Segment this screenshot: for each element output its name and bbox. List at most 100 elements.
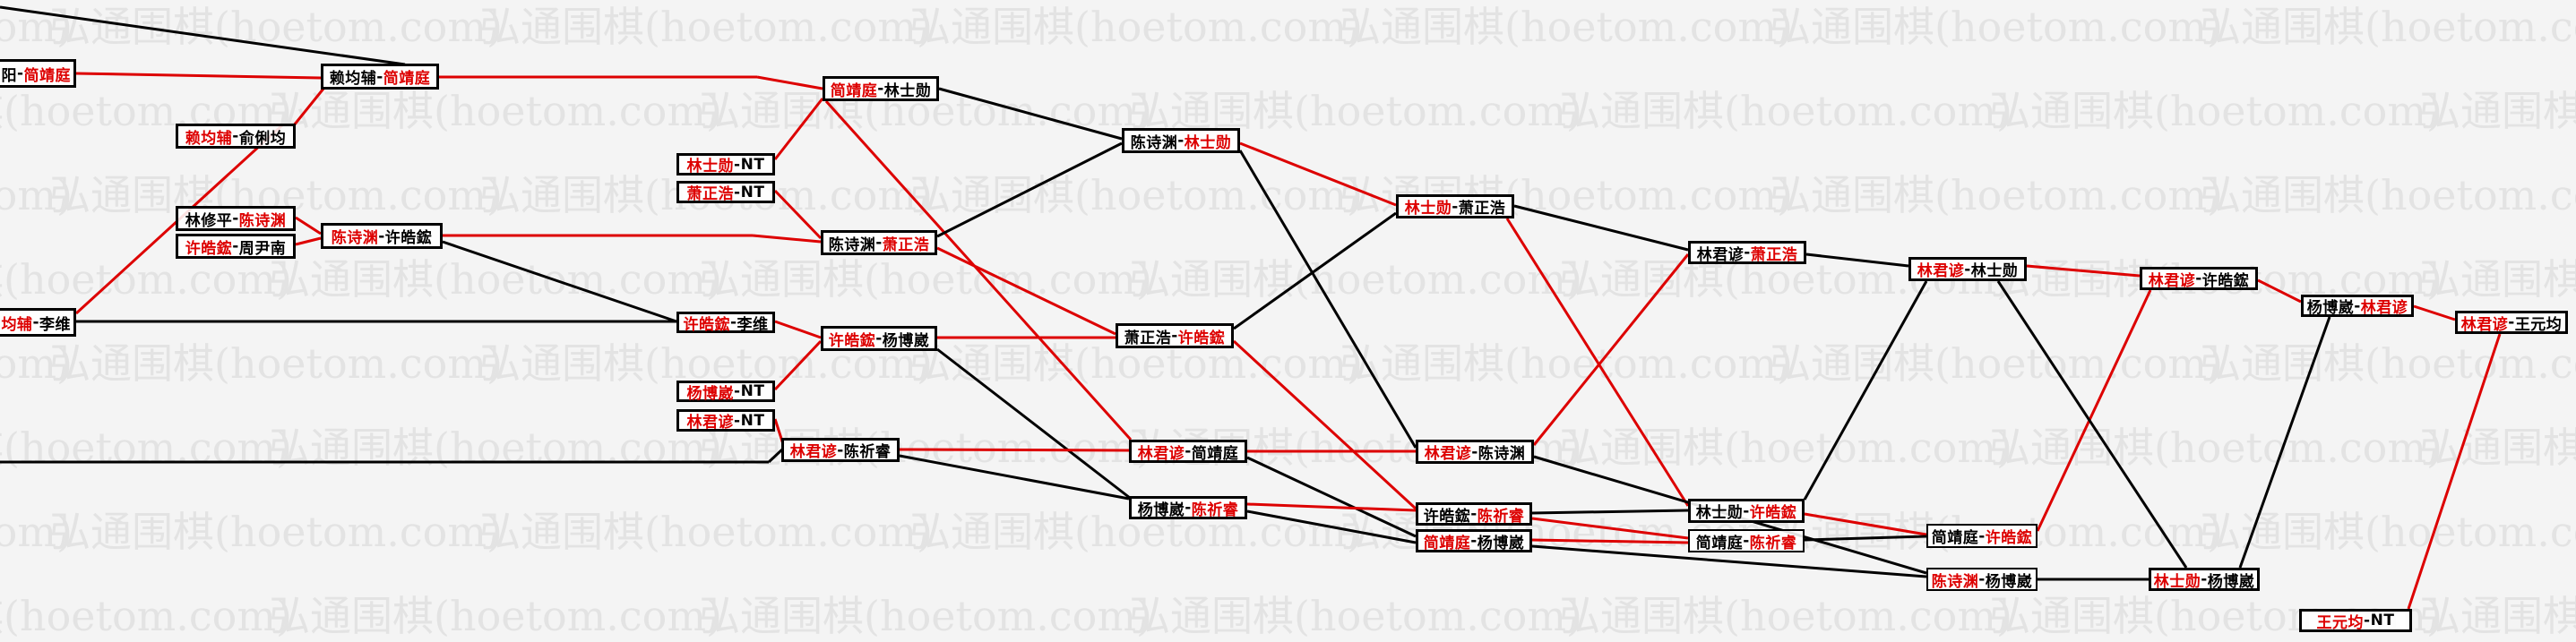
watermark-text: 弘通围棋(hoetom.com): [0, 508, 73, 556]
watermark-text: 弘通围棋(hoetom.com): [269, 592, 722, 640]
player-name: -: [1471, 442, 1478, 461]
player-name: 林士勋: [883, 81, 932, 100]
watermark-text: 弘通围棋(hoetom.com): [2419, 87, 2576, 135]
player-name: 许皓鋐: [384, 229, 433, 247]
player-name: 李维: [737, 315, 769, 334]
watermark-text: 弘通围棋(hoetom.com): [269, 87, 722, 135]
player-name: -: [1452, 197, 1459, 216]
player-name: -: [1743, 532, 1750, 550]
winner-player-name: 陈祈睿: [1191, 501, 1239, 519]
player-name: -: [2201, 570, 2208, 588]
match-box-i3: 简靖庭-陈祈睿: [1688, 529, 1805, 552]
match-box-e8: 林君谚-NT: [676, 409, 775, 432]
winner-player-name: 林君谚: [1424, 445, 1472, 463]
player-name: -: [232, 127, 239, 145]
player-name: -: [1964, 260, 1971, 278]
player-name: -: [837, 441, 844, 459]
winner-player-name: 许皓鋐: [828, 331, 876, 350]
player-name: 李维: [39, 315, 71, 334]
loser-path-line: [442, 240, 677, 323]
watermark-text: 弘通围棋(hoetom.com): [1559, 592, 2012, 640]
winner-path-line: [936, 246, 1116, 336]
loser-path-line: [1996, 280, 2188, 569]
winner-player-name: 林君谚: [1137, 444, 1185, 463]
player-name: 杨博崴: [1137, 501, 1185, 519]
watermark-text: 弘通围棋(hoetom.com): [49, 508, 503, 556]
player-name: 阳: [1, 66, 17, 85]
watermark-text: 弘通围棋(hoetom.com): [1129, 87, 1582, 135]
winner-player-name: 林士勋: [1184, 133, 1232, 152]
match-box-e1: 陈诗渊-林士勋: [1122, 128, 1240, 153]
winner-player-name: 林士勋: [1404, 200, 1452, 218]
watermark-text: 弘通围棋(hoetom.com): [699, 255, 1152, 304]
player-name: 杨博崴: [1477, 534, 1525, 552]
watermark-text: 弘通围棋(hoetom.com): [1770, 171, 2223, 219]
player-name: 林士勋: [1970, 262, 2019, 280]
winner-path-line: [756, 75, 823, 90]
winner-player-name: 陈祈睿: [1749, 534, 1797, 552]
match-box-g2: 许皓鋐-陈祈睿: [1416, 502, 1532, 526]
match-box-d3: 许皓鋐-杨博崴: [821, 326, 937, 351]
match-box-d2: 陈诗渊-萧正浩: [821, 230, 937, 255]
watermark-text: 弘通围棋(hoetom.com): [2200, 3, 2576, 51]
watermark-text: 弘通围棋(hoetom.com): [909, 171, 1363, 219]
winner-path-line: [1804, 512, 1927, 536]
watermark-text: 弘通围棋(hoetom.com): [1989, 424, 2442, 472]
loser-path-line: [0, 5, 406, 66]
match-box-f1: 林君谚-简靖庭: [1129, 440, 1247, 463]
match-box-e2: 萧正浩-许皓鋐: [1116, 323, 1234, 348]
winner-player-name: 林君谚: [686, 414, 735, 432]
match-box-j3: 陈诗渊-杨博崴: [1926, 568, 2038, 591]
match-box-j2: 简靖庭-许皓鋐: [1926, 524, 2038, 548]
winner-path-line: [773, 339, 823, 391]
watermark-text: 弘通围棋(hoetom.com): [1129, 592, 1582, 640]
player-name: NT: [740, 155, 765, 174]
player-name: -: [1185, 442, 1192, 460]
player-name: -: [2364, 612, 2371, 629]
loser-path-line: [1246, 509, 1417, 544]
watermark-text: 弘通围棋(hoetom.com): [0, 424, 292, 472]
watermark-text: 弘通围棋(hoetom.com): [2200, 171, 2576, 219]
player-name: 王元均: [2514, 315, 2563, 334]
winner-path-line: [2257, 278, 2302, 304]
player-name: -: [376, 67, 383, 86]
loser-path-line: [936, 141, 1123, 238]
loser-path-line: [1531, 544, 1927, 578]
match-box-h1: 林士勋-萧正浩: [1396, 194, 1514, 218]
player-name: 许皓鋐: [2201, 271, 2250, 290]
winner-player-name: 王元均: [2316, 613, 2365, 632]
winner-path-line: [752, 234, 822, 244]
loser-path-line: [1804, 535, 1927, 542]
player-name: -: [875, 330, 883, 347]
player-name: -: [232, 210, 239, 227]
player-name: 林士勋: [1695, 504, 1744, 522]
player-name: NT: [740, 183, 765, 201]
loser-path-line: [1803, 280, 1928, 501]
winner-path-line: [1532, 253, 1690, 446]
player-name: -: [734, 155, 741, 174]
match-box-e7: 杨博崴-NT: [676, 381, 775, 403]
player-name: -: [875, 234, 883, 252]
match-box-e6: 萧正浩-NT: [676, 181, 775, 203]
winner-player-name: 林士勋: [2153, 572, 2201, 591]
match-box-l1: 杨博崴-林君谚: [2301, 295, 2414, 317]
winner-path-line: [899, 448, 1130, 452]
winner-path-line: [774, 320, 822, 339]
watermark-text: 弘通围棋(hoetom.com): [1129, 255, 1582, 304]
watermark-text: 弘通围棋(hoetom.com): [1559, 87, 2012, 135]
loser-path-line: [767, 448, 784, 464]
player-name: NT: [740, 411, 765, 430]
winner-player-name: 许皓鋐: [1177, 329, 1226, 347]
player-name: 萧正浩: [1124, 329, 1172, 347]
player-name: -: [378, 227, 385, 245]
watermark-text: 弘通围棋(hoetom.com): [0, 171, 73, 219]
match-box-k1: 林君谚-许皓鋐: [2140, 267, 2258, 290]
match-box-b3: 林修平-陈诗渊: [176, 206, 296, 231]
watermark-text: 弘通围棋(hoetom.com): [1559, 424, 2012, 472]
winner-path-line: [292, 88, 325, 126]
winner-path-line: [1531, 538, 1689, 544]
match-box-j1: 林君谚-林士勋: [1908, 257, 2027, 281]
player-name: -: [1744, 244, 1751, 261]
match-box-i2: 林士勋-许皓鋐: [1688, 499, 1805, 523]
